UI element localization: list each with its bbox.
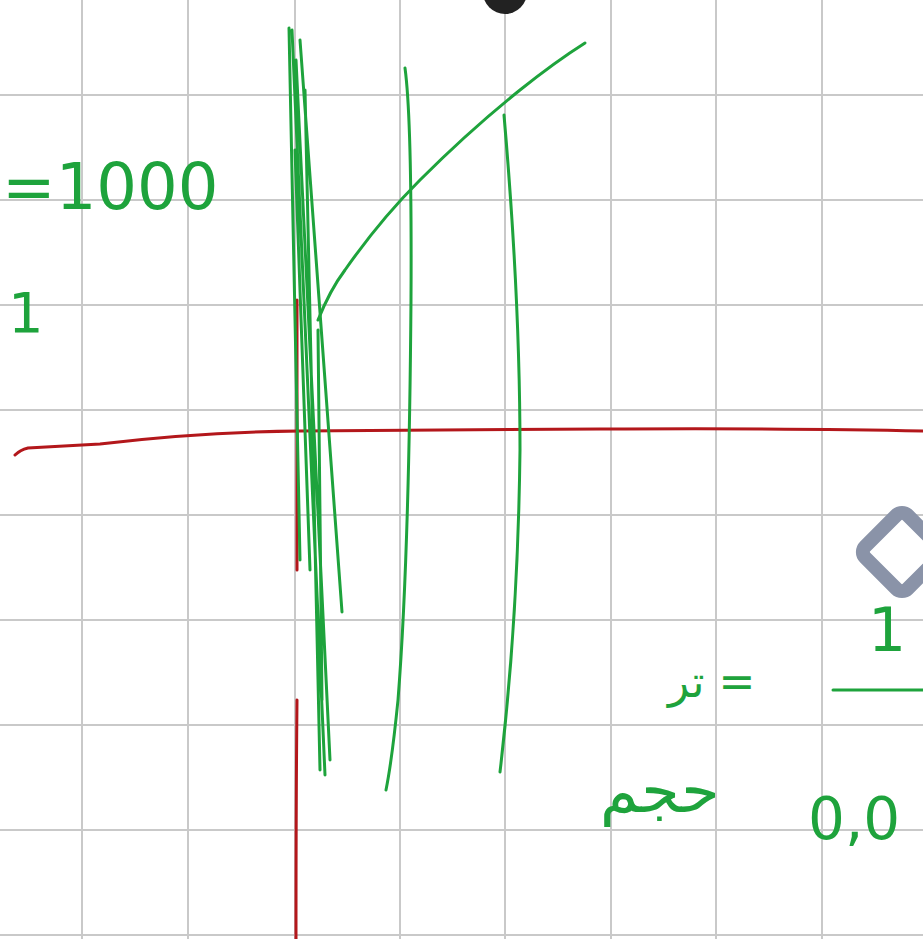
axes bbox=[15, 300, 923, 939]
handwritten-label: 1 bbox=[8, 285, 44, 341]
handwritten-label: تر = bbox=[668, 660, 755, 704]
handwritten-label: 1 bbox=[868, 600, 906, 660]
curves bbox=[289, 28, 923, 790]
handwritten-label: حجم bbox=[600, 760, 720, 822]
handwritten-label: =1000 bbox=[2, 155, 219, 219]
handwritten-label: 0,0 bbox=[808, 790, 900, 848]
toolbar-icon bbox=[860, 510, 923, 595]
dot bbox=[483, 0, 527, 14]
